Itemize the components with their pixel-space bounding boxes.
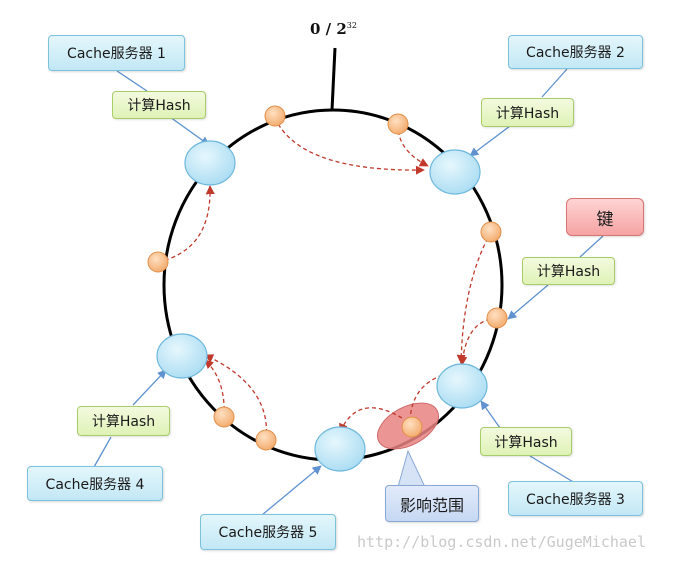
connector-line xyxy=(541,68,568,98)
range-callout-pointer xyxy=(397,449,426,488)
server-node-4 xyxy=(156,333,208,379)
cache-server-3-box: Cache服务器 3 xyxy=(508,481,643,516)
key-nodes xyxy=(147,105,508,451)
server-node-1 xyxy=(184,140,236,186)
server-node-2 xyxy=(429,149,481,195)
zero-tick xyxy=(330,47,337,111)
server-nodes xyxy=(156,140,488,472)
hash-arrow xyxy=(507,284,549,320)
hash-box-2: 计算Hash xyxy=(481,98,574,127)
hash-arrow xyxy=(480,400,501,429)
ring-origin-label-text: 0 / 2 xyxy=(310,20,347,38)
mapping-arrow xyxy=(339,407,403,433)
key-node xyxy=(486,307,508,329)
cache-server-1-box: Cache服务器 1 xyxy=(48,35,185,71)
key-node xyxy=(213,406,235,428)
key-box: 键 xyxy=(566,198,644,236)
key-node xyxy=(264,105,286,127)
hash-arrow xyxy=(261,465,322,516)
hash-arrow xyxy=(169,116,210,146)
hash-arrows xyxy=(93,68,604,516)
cache-server-5-box: Cache服务器 5 xyxy=(200,514,336,550)
key-node xyxy=(255,429,277,451)
key-node xyxy=(387,113,409,135)
ring-origin-label-exponent: 32 xyxy=(346,21,357,30)
connector-line xyxy=(579,235,604,258)
hash-box-4: 计算Hash xyxy=(77,406,170,436)
mapping-arrow xyxy=(458,317,498,366)
mapping-arrow xyxy=(204,354,268,441)
server-node-5 xyxy=(314,426,366,472)
connector-line xyxy=(93,436,112,468)
hash-box-1: 计算Hash xyxy=(112,91,206,119)
mapping-arrow xyxy=(397,123,429,167)
cache-server-2-box: Cache服务器 2 xyxy=(508,35,643,69)
mapping-arrow xyxy=(204,359,225,418)
cache-server-4-box: Cache服务器 4 xyxy=(27,466,163,501)
ring-origin-label: 0 / 232 xyxy=(310,20,357,38)
influence-range-box: 影响范围 xyxy=(385,485,479,522)
mapping-arrow xyxy=(456,231,492,364)
hash-arrow xyxy=(469,125,511,157)
hash-arrow xyxy=(132,369,167,406)
mapping-arrow xyxy=(274,117,425,175)
hash-box-3: 计算Hash xyxy=(480,427,572,456)
watermark-text: http://blog.csdn.net/GugeMichael xyxy=(357,533,646,551)
connector-line xyxy=(116,70,148,92)
connector-line xyxy=(529,455,576,484)
key-node xyxy=(480,221,502,243)
key-node xyxy=(401,416,423,438)
hash-box-key: 计算Hash xyxy=(522,257,615,285)
key-node xyxy=(147,251,169,273)
server-node-3 xyxy=(436,363,488,409)
